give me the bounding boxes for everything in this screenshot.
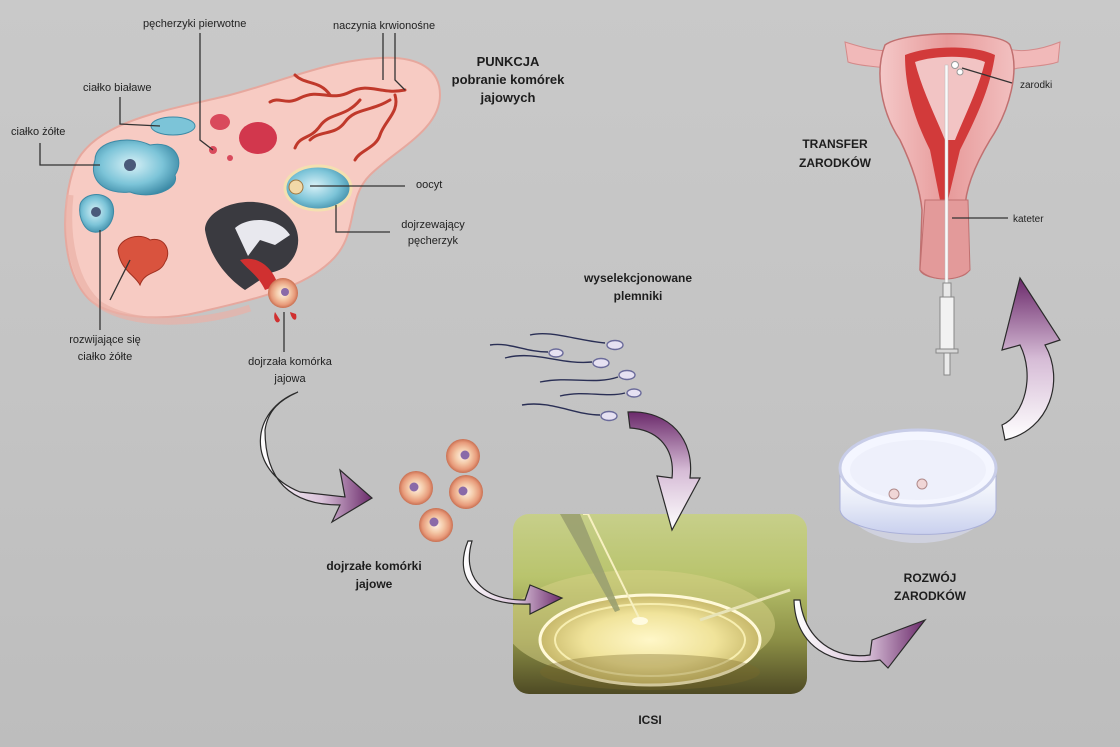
label-transfer-2: ZARODKÓW [799,156,871,170]
uterus-illustration [844,33,1061,376]
maturing-follicle [283,164,353,212]
embryo [888,488,900,500]
label-maturing-follicle-2: pęcherzyk [407,235,459,247]
label-mature-eggs-1: dojrzałe komórki [326,559,422,573]
arrow-eggs-to-icsi [462,540,564,615]
arrow-dish-to-uterus [1001,276,1061,441]
sperm [559,388,642,398]
mature-eggs-cluster [399,439,483,542]
sperm [504,354,610,369]
selected-sperm [489,332,642,422]
label-corpus-albicans: ciałko białawe [83,82,152,94]
arrow-icsi-to-dish [793,599,927,669]
label-selected-sperm-2: plemniki [613,289,663,303]
mature-egg [446,439,480,473]
label-mature-egg-1: dojrzała komórka [248,356,332,368]
embryo-in-uterus [951,61,959,69]
ovary-pointers [39,33,406,352]
label-mature-egg-2: jajowa [274,373,306,385]
label-embryo-dev-2: ZARODKÓW [894,589,966,603]
label-icsi: ICSI [638,713,662,727]
primordial-follicle [227,155,233,161]
mature-egg [449,475,483,509]
blood-vessels [268,73,407,162]
embryo-in-uterus [956,68,964,76]
label-corpus-luteum: ciałko żółte [11,126,66,138]
developing-corpus-luteum-2 [117,235,169,287]
label-blood-vessels: naczynia krwionośne [333,20,436,32]
label-developing-cl-1: rozwijające się [69,334,141,346]
label-puncture-title: PUNKCJA [476,54,540,69]
mature-egg [399,471,433,505]
arrow-ovary-to-eggs [259,391,374,524]
arrow-sperm-to-icsi [627,411,702,532]
label-transfer-1: TRANSFER [802,137,868,151]
label-maturing-follicle-1: dojrzewający [401,219,465,231]
label-catheter: kateter [1013,214,1044,225]
sperm [489,343,564,358]
sperm [529,332,624,351]
embryo-petri-dish [838,428,998,543]
label-puncture-desc-1: pobranie komórek [451,72,565,87]
uterus-pointers [952,67,1013,219]
label-primordial-follicles: pęcherzyki pierwotne [143,18,247,30]
corpus-luteum [93,139,180,196]
sperm [539,369,636,383]
catheter-line [944,64,949,286]
syringe [935,282,959,376]
label-developing-cl-2: ciałko żółte [77,351,133,363]
embryo [916,478,928,490]
label-mature-eggs-2: jajowe [355,577,393,591]
label-embryos: zarodki [1020,80,1053,91]
oocyte-in-follicle [288,179,304,195]
label-oocyte: oocyt [416,179,443,191]
label-selected-sperm-1: wyselekcjonowane [583,271,693,285]
primordial-follicle [210,114,230,130]
icsi-photo [513,514,807,694]
large-follicle [239,122,277,154]
ovary-illustration [64,56,442,325]
sperm [521,403,618,422]
label-embryo-dev-1: ROZWÓJ [903,571,957,585]
mature-egg [419,508,453,542]
label-puncture-desc-2: jajowych [480,90,536,105]
